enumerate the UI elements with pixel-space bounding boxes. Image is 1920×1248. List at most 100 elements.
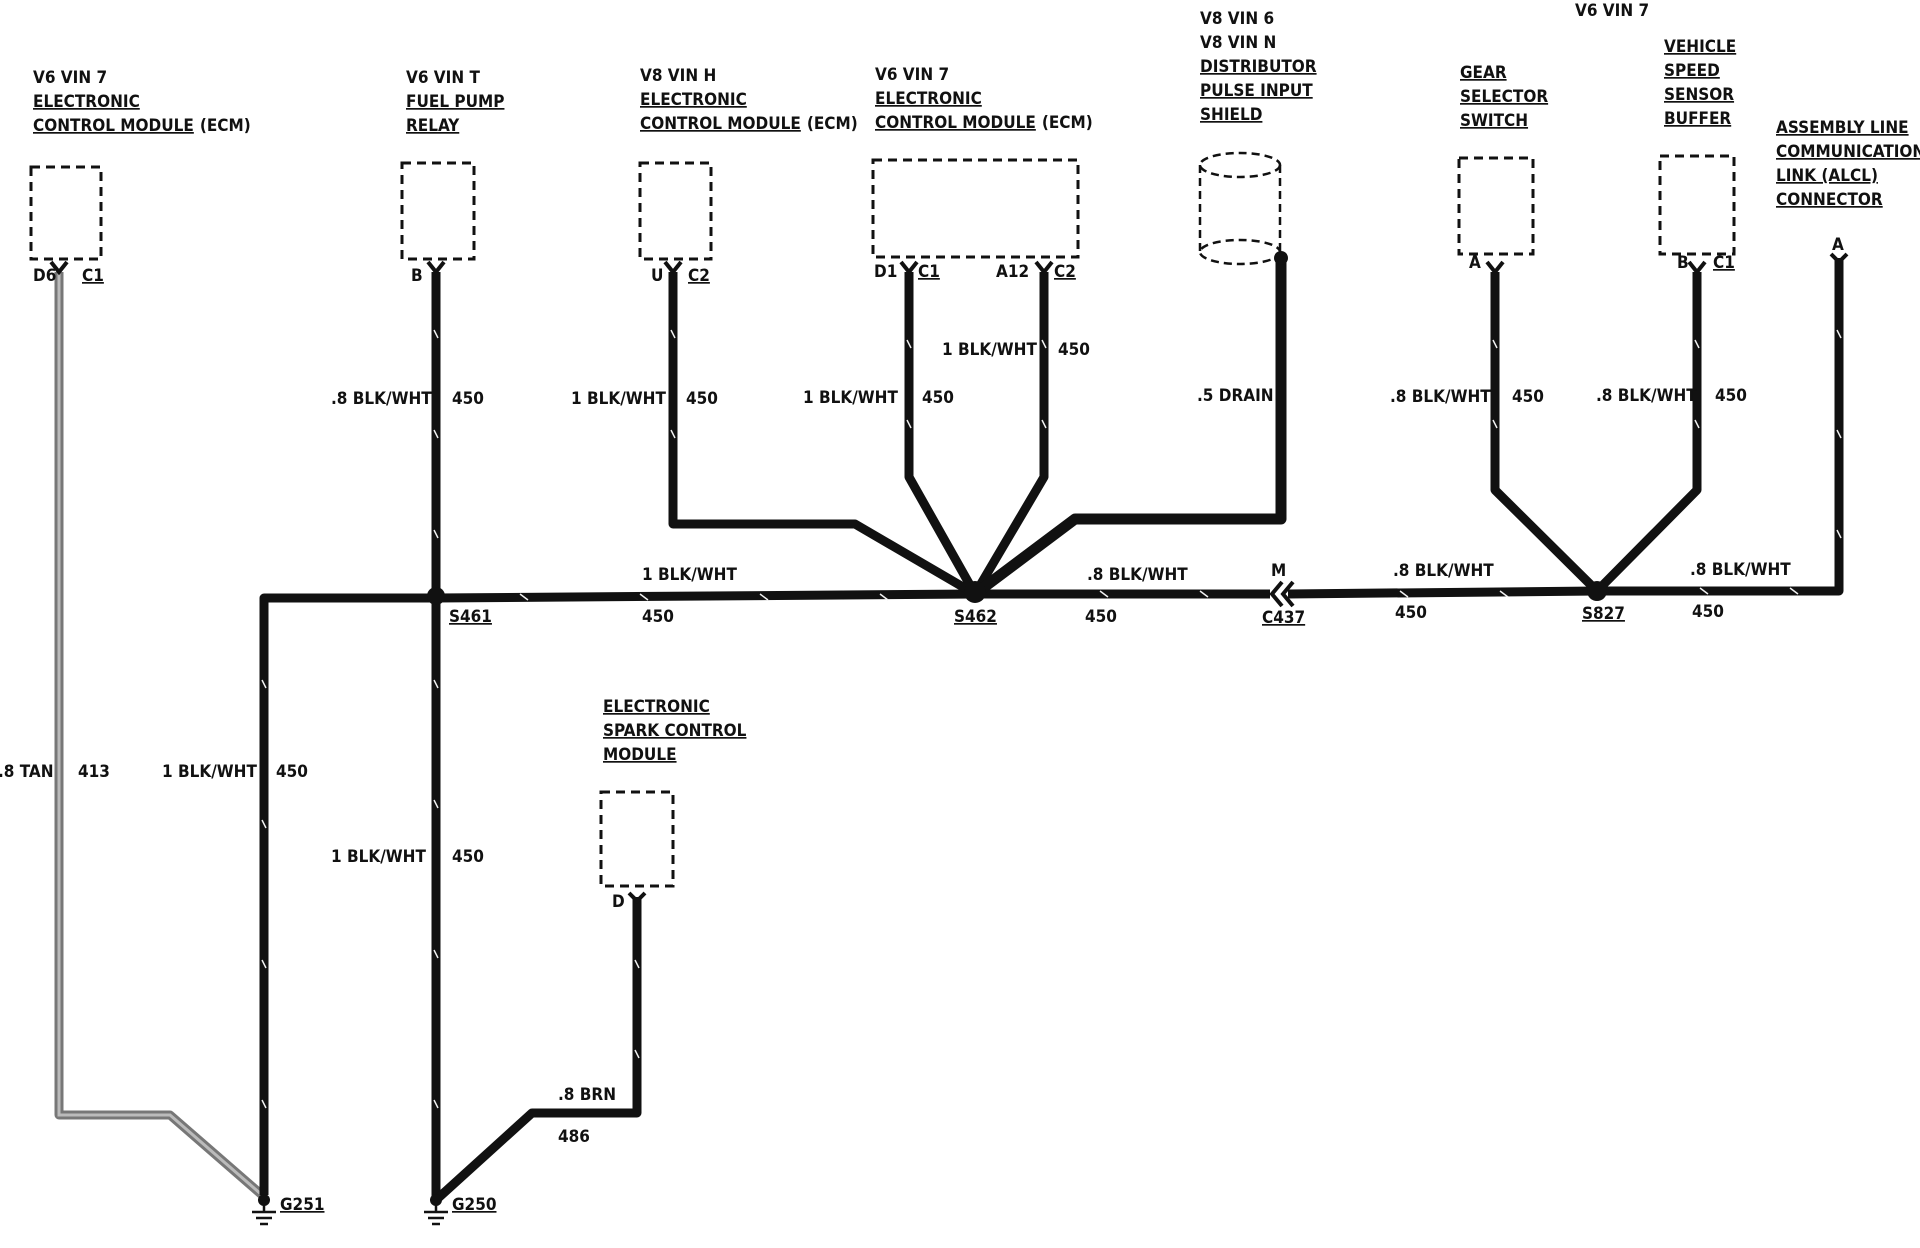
ground-g251-label: G251 bbox=[280, 1195, 324, 1215]
splice-s462-dot bbox=[964, 581, 986, 603]
ecm-v6-line3a: CONTROL MODULE bbox=[875, 113, 1036, 133]
ecm-v8-pin-b: C2 bbox=[688, 266, 710, 286]
wire-gear-circuit: 450 bbox=[1512, 387, 1544, 407]
shield-line4: PULSE INPUT bbox=[1200, 81, 1313, 101]
alcl-line4: CONNECTOR bbox=[1776, 190, 1883, 210]
wire-ecm-v8-circuit: 450 bbox=[686, 389, 718, 409]
ecm-v6-line3: CONTROL MODULE (ECM) bbox=[875, 113, 1093, 133]
ecm-left-line3a: CONTROL MODULE bbox=[33, 116, 194, 136]
wire-bus3-circuit: 450 bbox=[1395, 603, 1427, 623]
wire-g250-circuit: 450 bbox=[452, 847, 484, 867]
ecm-v8-line3a: CONTROL MODULE bbox=[640, 114, 801, 134]
ground-g250-label: G250 bbox=[452, 1195, 496, 1215]
wire-413-circuit: 413 bbox=[78, 762, 110, 782]
ecm-left-pin-b: C1 bbox=[82, 266, 104, 286]
terminal-icons bbox=[49, 252, 1849, 904]
wire-relay-gauge: .8 BLK/WHT bbox=[331, 389, 432, 409]
splice-s461-label: S461 bbox=[449, 607, 492, 627]
shield-line3: DISTRIBUTOR bbox=[1200, 57, 1317, 77]
wire-bus1-circuit: 450 bbox=[642, 607, 674, 627]
ecm-left-pin-a: D6 bbox=[33, 266, 56, 286]
wire-gear bbox=[1490, 272, 1601, 595]
ecm-v8-line3: CONTROL MODULE (ECM) bbox=[640, 114, 858, 134]
alcl-line2: COMMUNICATION bbox=[1776, 142, 1920, 162]
alcl-line3: LINK (ALCL) bbox=[1776, 166, 1878, 186]
wire-speed-circuit: 450 bbox=[1715, 386, 1747, 406]
spark-line2: SPARK CONTROL bbox=[603, 721, 747, 741]
ecm-left-line2: ELECTRONIC bbox=[33, 92, 140, 112]
gear-line2: SELECTOR bbox=[1460, 87, 1548, 107]
ecm-v6-line2: ELECTRONIC bbox=[875, 89, 982, 109]
wire-ecm-v8-gauge: 1 BLK/WHT bbox=[571, 389, 666, 409]
ecm-v6-pin-c: A12 bbox=[996, 262, 1029, 282]
wire-ecm-v6-a12-circuit: 450 bbox=[1058, 340, 1090, 360]
ecm-left-line1: V6 VIN 7 bbox=[33, 68, 107, 88]
shield-line2: V8 VIN N bbox=[1200, 33, 1276, 53]
ecm-v6-pin-b: C1 bbox=[918, 262, 940, 282]
splice-s827-dot bbox=[1587, 581, 1607, 601]
wire-g251-gauge: 1 BLK/WHT bbox=[162, 762, 257, 782]
wire-413-tan bbox=[54, 272, 265, 1199]
wire-relay-circuit: 450 bbox=[452, 389, 484, 409]
ecm-v6-line1: V6 VIN 7 bbox=[875, 65, 949, 85]
speed-line2: SPEED bbox=[1664, 61, 1720, 81]
spark-control-box bbox=[599, 790, 675, 888]
gear-selector-box bbox=[1457, 156, 1535, 256]
wire-speed bbox=[1593, 272, 1702, 595]
ecm-v8-pin-a: U bbox=[651, 266, 663, 286]
speed-line1: VEHICLE bbox=[1664, 37, 1736, 57]
shield-line1: V8 VIN 6 bbox=[1200, 9, 1274, 29]
wire-413-tan-core bbox=[57, 272, 263, 1197]
wire-spark-circuit: 486 bbox=[558, 1127, 590, 1147]
wire-ecm-v6-a12-gauge: 1 BLK/WHT bbox=[942, 340, 1037, 360]
spark-pin: D bbox=[612, 892, 625, 912]
ground-g250-icon bbox=[424, 1194, 448, 1226]
spark-line1: ELECTRONIC bbox=[603, 697, 710, 717]
speed-line4: BUFFER bbox=[1664, 109, 1731, 129]
splice-s461-dot bbox=[427, 587, 445, 605]
wire-speed-gauge: .8 BLK/WHT bbox=[1596, 386, 1697, 406]
wire-bus4-gauge: .8 BLK/WHT bbox=[1690, 560, 1791, 580]
wire-ecm-v6-a12 bbox=[971, 272, 1049, 597]
gear-pin: A bbox=[1469, 253, 1481, 273]
relay-line3: RELAY bbox=[406, 116, 460, 136]
relay-line1: V6 VIN T bbox=[406, 68, 480, 88]
alcl-pin: A bbox=[1832, 235, 1844, 255]
wire-spark-gauge: .8 BRN bbox=[558, 1085, 616, 1105]
ground-g251-icon bbox=[252, 1194, 276, 1226]
top-note: V6 VIN 7 bbox=[1575, 1, 1649, 21]
wire-hatching bbox=[261, 329, 1842, 1109]
connector-c437-pin: M bbox=[1271, 561, 1286, 581]
ecm-v8-line1: V8 VIN H bbox=[640, 66, 716, 86]
connector-c437-label: C437 bbox=[1262, 608, 1305, 628]
wire-413-gauge: .8 TAN bbox=[0, 762, 54, 782]
wire-bus-c437-s827 bbox=[1287, 586, 1598, 599]
speed-pin-a: B bbox=[1677, 253, 1689, 273]
wire-ecm-v8 bbox=[668, 272, 978, 598]
speed-line3: SENSOR bbox=[1664, 85, 1734, 105]
ecm-left-line3: CONTROL MODULE(ECM) bbox=[33, 116, 251, 136]
wire-spark bbox=[432, 897, 642, 1204]
speed-sensor-box bbox=[1658, 154, 1736, 256]
splice-s827-label: S827 bbox=[1582, 604, 1625, 624]
wire-bus1-gauge: 1 BLK/WHT bbox=[642, 565, 737, 585]
wire-g250-gauge: 1 BLK/WHT bbox=[331, 847, 426, 867]
spark-line3: MODULE bbox=[603, 745, 677, 765]
ecm-v8-line2: ELECTRONIC bbox=[640, 90, 747, 110]
wire-drain bbox=[971, 258, 1287, 599]
ecm-v6-line3b: (ECM) bbox=[1042, 113, 1093, 133]
alcl-line1: ASSEMBLY LINE bbox=[1776, 118, 1909, 138]
ecm-v6-pin-d: C2 bbox=[1054, 262, 1076, 282]
wire-ecm-v6-d1-circuit: 450 bbox=[922, 388, 954, 408]
relay-pin: B bbox=[411, 266, 423, 286]
ecm-v8-box bbox=[638, 161, 713, 261]
connector-c437-icon bbox=[1269, 580, 1295, 608]
ecm-v8-line3b: (ECM) bbox=[807, 114, 858, 134]
shield-cylinder-icon bbox=[1198, 151, 1288, 266]
wire-bus4-circuit: 450 bbox=[1692, 602, 1724, 622]
wire-ecm-v6-d1 bbox=[904, 272, 979, 597]
fuel-pump-relay-box bbox=[400, 161, 476, 261]
wire-bus3-gauge: .8 BLK/WHT bbox=[1393, 561, 1494, 581]
